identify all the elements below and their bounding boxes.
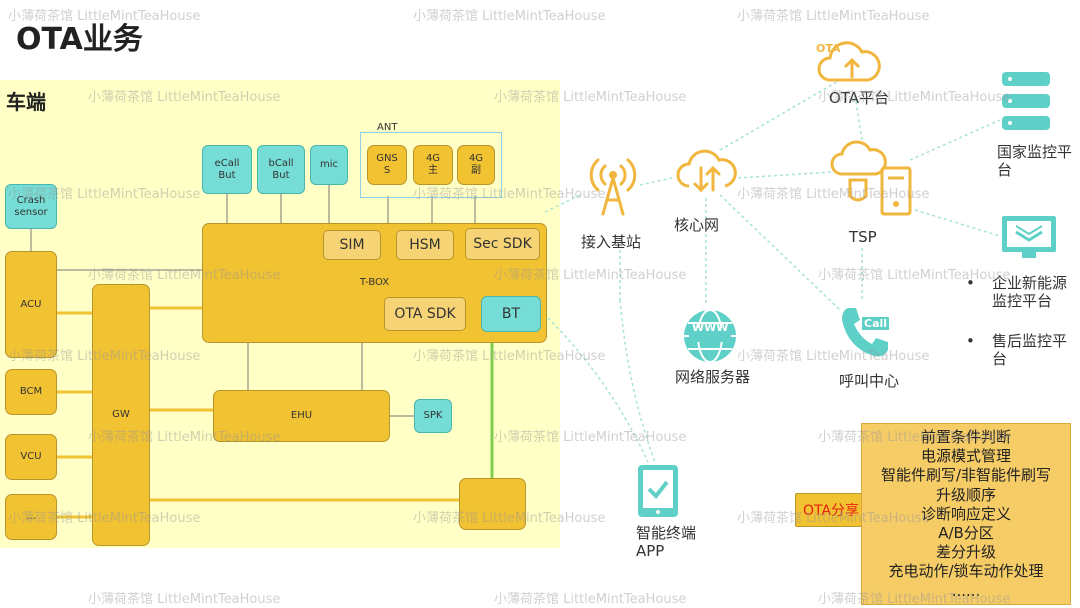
tsp-icon [830,140,912,216]
unlabeled-module [459,478,526,530]
ota-cloud-icon [817,41,881,82]
ota-feature-item: ...... [951,581,981,600]
ota-feature-item: 差分升级 [935,543,996,562]
ota-platform-label: OTA平台 [829,89,890,107]
base-station-icon [589,158,637,216]
tbox-ota-sdk: OTA SDK [384,297,466,331]
ota-feature-item: 充电动作/锁车动作处理 [888,562,1044,581]
monitor-icon [1002,216,1056,258]
ecu-vcu: VCU [5,434,57,480]
mic-module: mic [310,145,348,185]
aftersales-monitor-label: 售后监控平 台 [992,332,1068,368]
enterprise-monitor-label: 企业新能源 监控平台 [992,274,1068,310]
ota-feature-item: 电源模式管理 [920,447,1011,466]
ecall-button: eCall But [202,145,252,194]
base-station-label: 接入基站 [581,233,642,251]
globe-icon [684,309,736,363]
bullet-dot: • [966,274,975,292]
ota-feature-item: 诊断响应定义 [920,504,1011,523]
ecu-acu: ACU [5,251,57,358]
ota-feature-item: 前置条件判断 [920,428,1011,446]
ota-feature-item: 升级顺序 [935,485,996,504]
page-title: OTA业务 [16,22,143,57]
vehicle-label: 车端 [6,90,46,114]
tbox-sec-sdk: Sec SDK [465,228,540,260]
ota-feature-item: 智能件刷写/非智能件刷写 [880,466,1052,485]
tbox-sim: SIM [323,230,381,260]
ecu-bcm: BCM [5,369,57,415]
ehu: EHU [213,390,390,442]
tablet-icon [638,465,678,517]
tsp-label: TSP [849,228,877,246]
bcall-button: bCall But [257,145,305,194]
tbox-label: T-BOX [359,277,390,288]
ota-feature-item: A/B分区 [938,524,994,543]
www-badge: WWW [692,321,729,334]
call-center-label: 呼叫中心 [839,372,900,390]
call-badge: Call [862,317,890,330]
ant-4g-sub: 4G 副 [457,145,495,185]
tbox-bt: BT [481,296,541,332]
ant-group [360,132,502,198]
ant-label: ANT [377,122,398,133]
app-label: 智能终端 APP [636,524,697,560]
core-network-icon [676,149,737,193]
phone-icon [842,308,888,357]
crash-sensor: Crash sensor [5,184,57,229]
server-icon [1002,72,1050,130]
bullet-dot: • [966,332,975,350]
ota-badge: OTA [816,42,841,55]
tbox-hsm: HSM [396,230,454,260]
ant-4g-main: 4G 主 [413,145,453,185]
national-monitor-label: 国家监控平 台 [997,143,1073,179]
core-network-label: 核心网 [674,216,720,234]
ecu-more: ... [5,494,57,540]
ota-share-box: OTA分享 [795,493,867,527]
ant-gnss: GNS S [367,145,407,185]
spk: SPK [414,399,452,433]
gateway: GW [92,284,150,546]
web-server-label: 网络服务器 [675,368,751,386]
